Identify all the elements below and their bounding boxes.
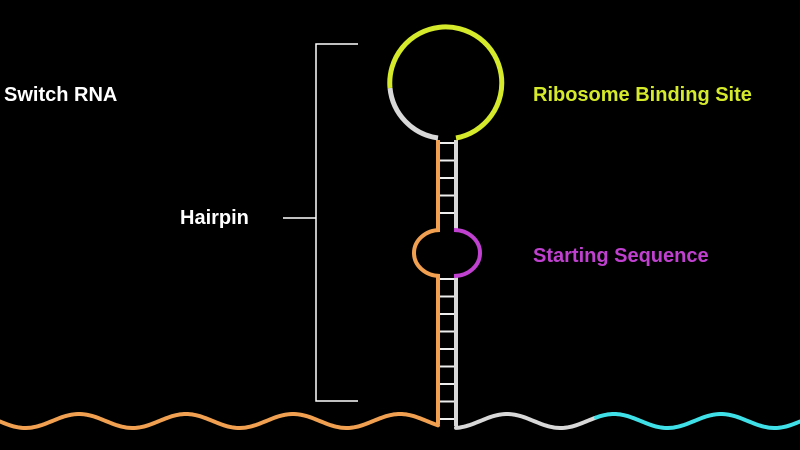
- starting-sequence-label: Starting Sequence: [533, 245, 709, 267]
- downstream-strand: [594, 412, 800, 430]
- switch-rna-label: Switch RNA: [4, 84, 118, 106]
- starting-sequence-loop: [453, 228, 482, 278]
- switch-rna-strand: [0, 412, 440, 430]
- top-loop-gray: [387, 87, 439, 141]
- base-pair-rungs: [440, 142, 454, 420]
- ribosome-binding-site-label: Ribosome Binding Site: [533, 84, 752, 106]
- ribosome-binding-site-loop: [387, 24, 505, 141]
- gray-strand: [454, 412, 598, 430]
- hairpin-label: Hairpin: [180, 207, 249, 229]
- hairpin-bracket: [283, 43, 358, 402]
- small-loop-orange: [412, 228, 441, 278]
